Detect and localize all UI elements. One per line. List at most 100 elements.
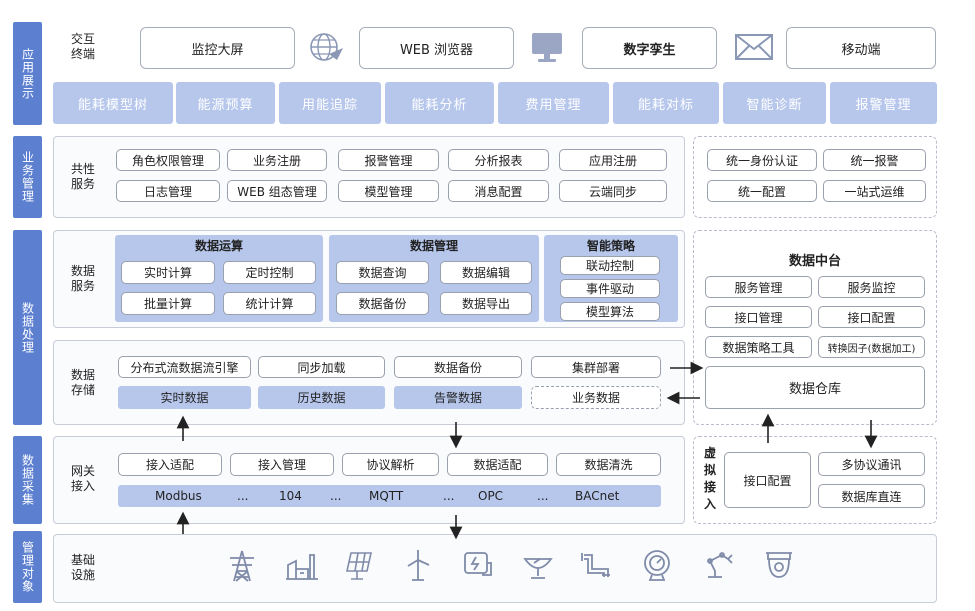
one-stop-ops[interactable]: 一站式运维 (823, 180, 926, 202)
service-message-config[interactable]: 消息配置 (448, 180, 549, 202)
infrastructure-panel (53, 534, 937, 603)
sidebar-data: 数据处理 (13, 230, 42, 425)
protocol-ellipsis: ... (330, 489, 342, 503)
sidebar-managed: 管理对象 (13, 531, 42, 603)
virtual-interface-config[interactable]: 接口配置 (724, 452, 811, 508)
platform-service-management[interactable]: 服务管理 (705, 276, 812, 298)
ops-realtime-calc[interactable]: 实时计算 (121, 261, 215, 284)
storage-business-data[interactable]: 业务数据 (531, 386, 661, 409)
module-energy-analysis[interactable]: 能耗分析 (385, 82, 494, 124)
module-usage-tracking[interactable]: 用能追踪 (279, 82, 381, 124)
pipe-icon (581, 553, 610, 577)
data-storage-label: 数据存储 (71, 368, 96, 397)
storage-cluster-deploy[interactable]: 集群部署 (531, 356, 661, 378)
camera-icon (766, 552, 792, 578)
platform-conversion-factor[interactable]: 转换因子(数据加工) (818, 336, 925, 358)
terminal-label: 交互终端 (71, 32, 96, 61)
protocol-modbus: Modbus (155, 489, 202, 503)
smart-strategy-title: 智能策略 (586, 239, 635, 253)
platform-strategy-tool[interactable]: 数据策略工具 (705, 336, 812, 358)
module-alarm-management[interactable]: 报警管理 (830, 82, 937, 124)
storage-stream-engine[interactable]: 分布式流数据流引擎 (118, 356, 251, 378)
module-energy-model-tree[interactable]: 能耗模型树 (53, 82, 173, 124)
robot-arm-icon (707, 552, 733, 578)
service-business-register[interactable]: 业务注册 (227, 149, 327, 171)
factory-icon (286, 554, 318, 580)
infrastructure-label: 基础设施 (71, 553, 96, 582)
monitor-icon (532, 33, 562, 62)
gateway-protocol-parse[interactable]: 协议解析 (342, 453, 439, 476)
service-cloud-sync[interactable]: 云端同步 (559, 180, 667, 202)
data-storage-panel (53, 340, 685, 425)
module-smart-diagnosis[interactable]: 智能诊断 (723, 82, 826, 124)
storage-realtime-data[interactable]: 实时数据 (118, 386, 251, 409)
storage-history-data[interactable]: 历史数据 (258, 386, 385, 409)
gateway-data-adapt[interactable]: 数据适配 (447, 453, 548, 476)
protocol-104: 104 (279, 489, 302, 503)
mgmt-data-edit[interactable]: 数据编辑 (440, 261, 532, 284)
gateway-label: 网关接入 (71, 464, 96, 493)
mgmt-data-query[interactable]: 数据查询 (336, 261, 429, 284)
mgmt-data-export[interactable]: 数据导出 (440, 292, 532, 315)
service-log-management[interactable]: 日志管理 (116, 180, 220, 202)
unified-identity-auth[interactable]: 统一身份认证 (707, 149, 817, 171)
service-web-config[interactable]: WEB 组态管理 (227, 180, 327, 202)
terminal-web-browser[interactable]: WEB 浏览器 (359, 27, 514, 69)
service-alarm-management[interactable]: 报警管理 (338, 149, 439, 171)
service-model-management[interactable]: 模型管理 (338, 180, 439, 202)
gateway-panel (53, 436, 685, 524)
sidebar-app: 应用展示 (13, 22, 42, 125)
gateway-access-adapt[interactable]: 接入适配 (118, 453, 222, 476)
gauge-icon (644, 550, 670, 581)
protocol-ellipsis: ... (537, 489, 549, 503)
data-services-label: 数据服务 (71, 264, 96, 293)
service-analysis-report[interactable]: 分析报表 (448, 149, 549, 171)
data-mgmt-title: 数据管理 (409, 239, 458, 253)
strategy-linkage-control[interactable]: 联动控制 (560, 256, 660, 275)
strategy-model-algorithm[interactable]: 模型算法 (560, 302, 660, 321)
virtual-multi-protocol[interactable]: 多协议通讯 (818, 452, 925, 476)
unified-alarm[interactable]: 统一报警 (823, 149, 926, 171)
module-energy-budget[interactable]: 能源预算 (176, 82, 275, 124)
protocols-bar (118, 485, 661, 507)
ops-scheduled-control[interactable]: 定时控制 (223, 261, 316, 284)
globe-icon (310, 33, 343, 61)
terminal-mobile[interactable]: 移动端 (786, 27, 936, 69)
virtual-access-label: 虚拟接入 (704, 446, 717, 511)
storage-alarm-data[interactable]: 告警数据 (394, 386, 522, 409)
module-cost-management[interactable]: 费用管理 (498, 82, 609, 124)
solar-panel-icon (346, 552, 372, 580)
gateway-access-management[interactable]: 接入管理 (230, 453, 334, 476)
protocol-ellipsis: ... (237, 489, 249, 503)
meter-icon (464, 552, 492, 576)
storage-sync-load[interactable]: 同步加载 (258, 356, 385, 378)
satellite-dish-icon (523, 558, 553, 579)
data-ops-title: 数据运算 (194, 239, 243, 253)
virtual-db-direct[interactable]: 数据库直连 (818, 484, 925, 508)
common-services-label: 共性服务 (71, 162, 96, 191)
terminal-digital-twin[interactable]: 数字孪生 (582, 27, 717, 69)
ops-statistics-calc[interactable]: 统计计算 (223, 292, 316, 315)
strategy-event-driven[interactable]: 事件驱动 (560, 279, 660, 298)
unified-config[interactable]: 统一配置 (707, 180, 817, 202)
module-energy-benchmark[interactable]: 能耗对标 (613, 82, 719, 124)
data-warehouse[interactable]: 数据仓库 (705, 366, 925, 409)
service-role-permission[interactable]: 角色权限管理 (116, 149, 220, 171)
data-platform-title: 数据中台 (788, 254, 841, 269)
protocol-ellipsis: ... (443, 489, 455, 503)
mail-icon (735, 34, 773, 60)
gateway-data-clean[interactable]: 数据清洗 (556, 453, 661, 476)
protocol-mqtt: MQTT (369, 489, 404, 503)
storage-data-backup[interactable]: 数据备份 (394, 356, 522, 378)
protocol-opc: OPC (478, 489, 504, 503)
platform-service-monitor[interactable]: 服务监控 (818, 276, 925, 298)
sidebar-collect: 数据采集 (13, 436, 42, 524)
service-app-register[interactable]: 应用注册 (559, 149, 667, 171)
ops-batch-calc[interactable]: 批量计算 (121, 292, 215, 315)
mgmt-data-backup[interactable]: 数据备份 (336, 292, 429, 315)
terminal-monitor-screen[interactable]: 监控大屏 (140, 27, 295, 69)
platform-interface-management[interactable]: 接口管理 (705, 306, 812, 328)
platform-interface-config[interactable]: 接口配置 (818, 306, 925, 328)
protocol-bacnet: BACnet (575, 489, 620, 503)
